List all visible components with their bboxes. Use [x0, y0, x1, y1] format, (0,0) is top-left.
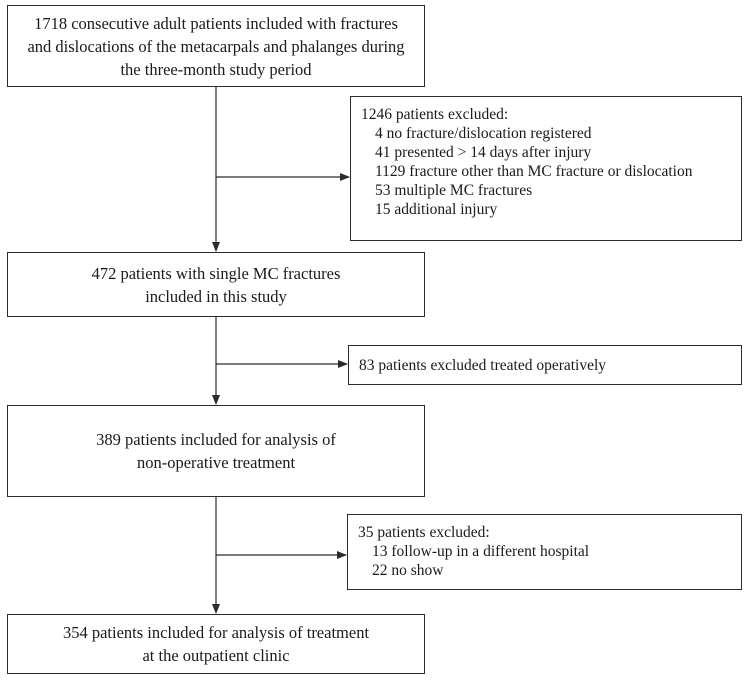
follow-up-excluded-heading: 35 patients excluded: — [358, 524, 490, 541]
outpatient-line: 354 patients included for analysis of tr… — [62, 623, 370, 642]
non-operative-line: 389 patients included for analysis of — [96, 430, 336, 449]
exclusion-item: 1129 fracture other than MC fracture or … — [375, 163, 693, 180]
operative-excluded-text: 83 patients excluded treated operatively — [359, 356, 607, 374]
outpatient-clinic-box: 354 patients included for analysis of tr… — [7, 614, 425, 674]
enrolled-line: and dislocations of the metacarpals and … — [27, 36, 405, 56]
non-operative-line: non-operative treatment — [136, 453, 296, 472]
exclusion-item: 13 follow-up in a different hospital — [372, 543, 590, 560]
exclusion-item: 41 presented > 14 days after injury — [375, 144, 592, 161]
exclusion-item: 53 multiple MC fractures — [375, 182, 533, 199]
enrolled-line: the three-month study period — [120, 59, 312, 79]
exclusion-item: 4 no fracture/dislocation registered — [375, 125, 592, 142]
single-mc-fractures-box: 472 patients with single MC fractures in… — [7, 252, 425, 317]
excluded-heading: 1246 patients excluded: — [361, 106, 509, 123]
exclusion-item: 15 additional injury — [375, 201, 498, 218]
single-mc-line: 472 patients with single MC fractures — [91, 263, 341, 283]
enrolled-line: 1718 consecutive adult patients included… — [34, 13, 398, 33]
exclusion-item: 22 no show — [372, 562, 444, 579]
excluded-patients-box: 1246 patients excluded: 4 no fracture/di… — [350, 96, 742, 241]
follow-up-excluded-box: 35 patients excluded: 13 follow-up in a … — [347, 514, 742, 590]
operative-excluded-box: 83 patients excluded treated operatively — [348, 345, 742, 385]
non-operative-box: 389 patients included for analysis of no… — [7, 405, 425, 497]
enrolled-patients-box: 1718 consecutive adult patients included… — [7, 5, 425, 87]
single-mc-line: included in this study — [145, 286, 287, 306]
outpatient-line: at the outpatient clinic — [142, 646, 290, 665]
